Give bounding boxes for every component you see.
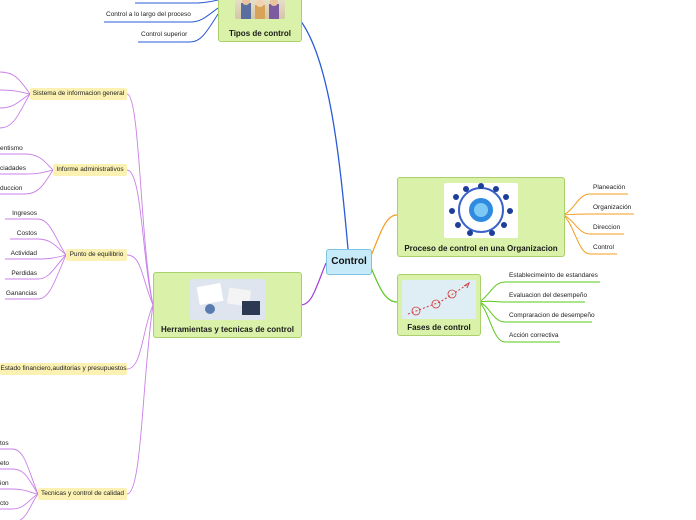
node-title: Proceso de control en una Organizacion [404, 244, 558, 253]
fases-item-1: Establecimeinto de estandares [509, 272, 598, 279]
connector-proceso-item-3 [562, 214, 624, 235]
connector-fases [369, 264, 398, 303]
globe-network-illustration [444, 183, 518, 238]
node-fases-de-control[interactable]: Fases de control [397, 274, 481, 336]
office-desk-illustration [190, 279, 265, 320]
fases-item-2: Evaluacion del desempeño [509, 292, 588, 299]
steps-chart-illustration [402, 280, 476, 319]
connector-fases-item-1 [478, 281, 600, 303]
connector-tipos-item-2 [104, 7, 219, 23]
tecnicas-item-1: tos [0, 440, 9, 447]
tecnicas-item-3: ion [0, 480, 9, 487]
node-tipos-de-control[interactable]: Tipos de control [218, 0, 302, 42]
proceso-item-4: Control [593, 244, 614, 251]
connector-herramientas [299, 262, 327, 306]
connector-fases-item-4 [478, 301, 560, 343]
node-herramientas-tecnicas[interactable]: Herramientas y tecnicas de control [153, 272, 302, 338]
connector-tipos [296, 0, 349, 250]
connector-proceso-item-4 [562, 214, 617, 255]
people-illustration [235, 0, 285, 19]
proceso-item-2: Organización [593, 204, 632, 211]
connector-fases-item-3 [478, 301, 592, 323]
connector-tipos-item-3 [138, 13, 219, 43]
punto-item-3: Actividad [10, 250, 37, 257]
tecnicas-item-4: cto [0, 500, 9, 507]
informe-item-2: ciadades [0, 165, 27, 172]
connector-tipos-item-1 [135, 0, 219, 4]
sub-node-estado[interactable]: Estado financiero,auditorias y presupues… [0, 363, 127, 375]
proceso-item-3: Direccion [593, 224, 621, 231]
punto-item-1: Ingresos [12, 210, 37, 217]
connector-proceso [369, 214, 398, 259]
fases-item-3: Compraracion de desempeño [509, 312, 595, 319]
tipos-item-2: Control superior [141, 31, 188, 38]
connector-proceso-item-1 [562, 193, 628, 216]
connector-proceso-item-2 [562, 213, 634, 216]
informe-item-3: duccion [0, 185, 23, 192]
node-title: Herramientas y tecnicas de control [161, 325, 294, 334]
punto-item-5: Ganancias [5, 290, 37, 297]
punto-item-2: Costos [16, 230, 37, 237]
punto-item-4: Perdidas [11, 270, 37, 277]
sub-node-informe[interactable]: Informe administrativos [53, 164, 127, 176]
informe-item-1: entismo [0, 145, 23, 152]
connector-fases-item-2 [478, 300, 585, 303]
node-title: Tipos de control [228, 29, 292, 38]
sub-node-sistema[interactable]: Sistema de informacion general [30, 88, 127, 100]
node-title: Fases de control [407, 323, 471, 332]
tecnicas-item-2: eto [0, 460, 10, 467]
proceso-item-1: Planeación [593, 184, 626, 191]
tipos-item-1: Control a lo largo del proceso [106, 11, 191, 18]
sub-node-tecnicas[interactable]: Tecnicas y control de calidad [38, 488, 127, 500]
node-proceso-de-control[interactable]: Proceso de control en una Organizacion [397, 177, 565, 257]
fases-item-4: Acción correctiva [509, 332, 559, 339]
sub-node-punto[interactable]: Punto de equilibrio [66, 249, 127, 261]
central-node[interactable]: Control [326, 249, 372, 275]
